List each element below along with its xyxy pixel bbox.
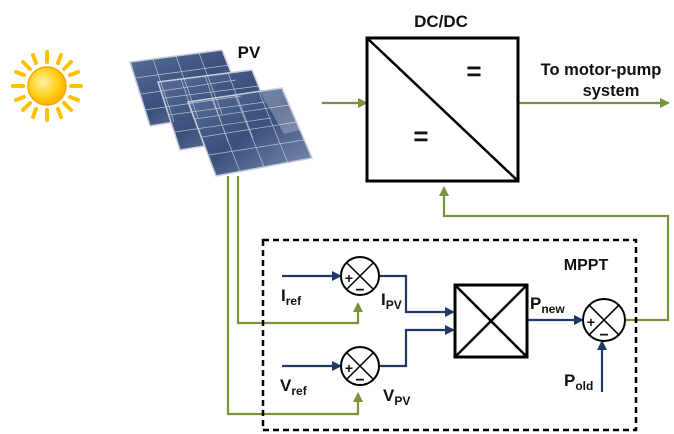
output-label-line1: To motor-pump (541, 61, 662, 79)
dcdc-converter-block: = = (365, 36, 520, 183)
sum-minus-sign: − (355, 282, 364, 299)
vpv-feedback-line (226, 176, 363, 416)
power-lines (226, 98, 670, 416)
duty-feedback-line (439, 186, 670, 322)
summing-junction-power: + − (582, 298, 626, 344)
mppt-label: MPPT (564, 257, 609, 274)
iref-label: Iref (281, 286, 302, 308)
dcdc-eq-top: = (466, 56, 481, 86)
summing-junction-voltage: + − (340, 346, 380, 389)
pnew-label: Pnew (530, 294, 565, 316)
sum-minus-sign: − (355, 372, 364, 389)
mppt-box (261, 238, 638, 432)
sum-minus-sign: − (599, 327, 608, 344)
pv-label: PV (238, 43, 261, 62)
sum-plus-sign: + (345, 270, 353, 286)
output-label-line2: system (583, 82, 640, 100)
sun-icon (11, 50, 83, 122)
dcdc-label: DC/DC (414, 12, 468, 31)
sum-plus-sign: + (587, 314, 595, 330)
vpv-label: VPV (383, 386, 410, 408)
solar-panel-icon (129, 49, 314, 177)
ipv-feedback-line (236, 176, 363, 325)
vref-label: Vref (280, 376, 308, 398)
summing-junction-current: + − (340, 256, 380, 299)
ipv-label: IPV (381, 290, 402, 312)
pold-label: Pold (564, 371, 593, 393)
signal-lines (282, 271, 607, 392)
sum-plus-sign: + (345, 360, 353, 376)
sum1-to-mult-line (380, 274, 455, 317)
multiplier-block-icon (453, 283, 529, 359)
sum2-to-mult-line (380, 325, 455, 368)
dcdc-eq-bottom: = (413, 121, 428, 151)
